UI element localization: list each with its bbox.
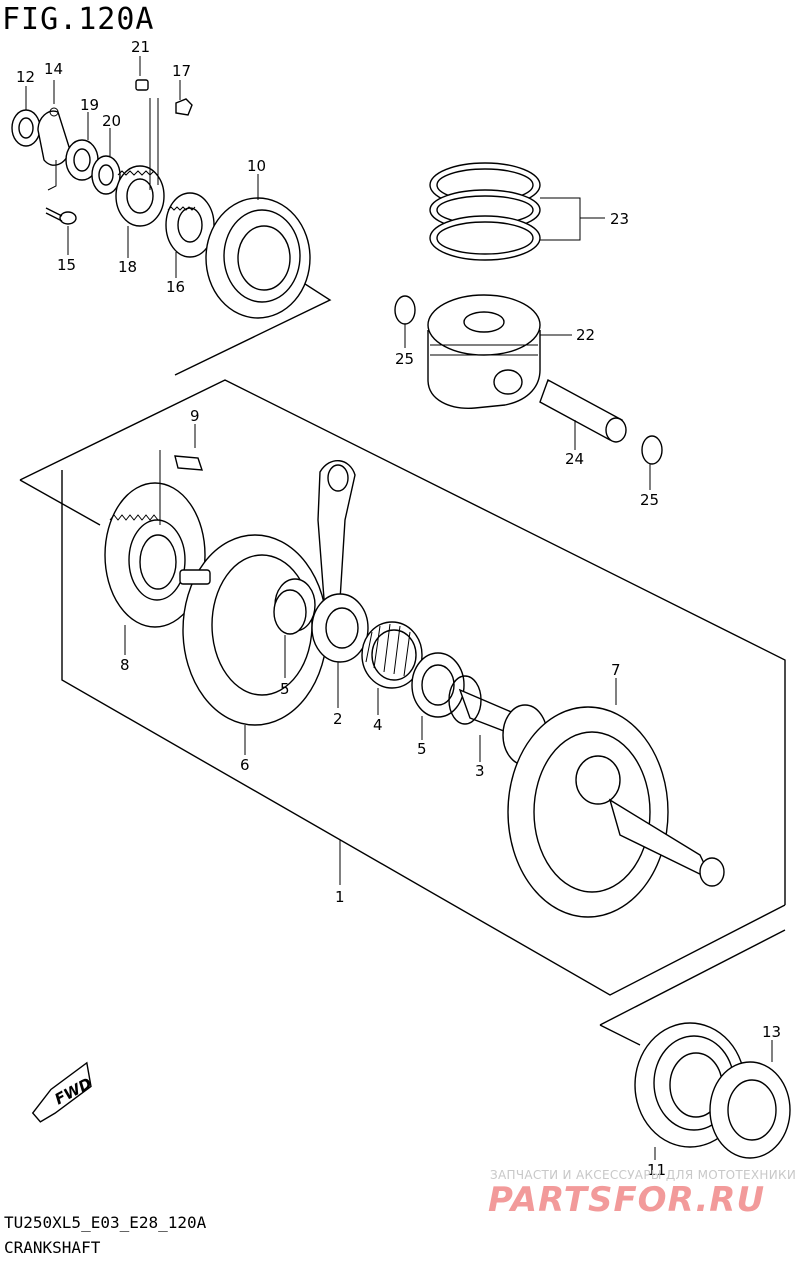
needle-bearing-4 [361,621,423,689]
callout-10: 10 [247,157,266,175]
callout-18: 18 [118,258,137,276]
callout-3: 3 [475,762,485,780]
callout-23: 23 [610,210,629,228]
bearing-10 [205,197,311,319]
crankshaft-assembly-outline [19,254,786,1046]
callout-25-upper: 25 [395,350,414,368]
callout-4: 4 [373,716,383,734]
callout-17: 17 [172,62,191,80]
callout-15: 15 [57,256,76,274]
oil-seal-12 [11,109,41,147]
gear-8 [104,482,206,628]
connecting-rod-2 [311,460,369,663]
callout-7: 7 [611,661,621,679]
callout-5-left: 5 [280,680,290,698]
callout-1: 1 [335,888,345,906]
piston-pin-24 [539,378,627,443]
crank-web-7 [507,706,725,918]
callout-19: 19 [80,96,99,114]
callout-21: 21 [131,38,150,56]
pin-circlip-25-lower [641,435,663,465]
key-9 [174,455,203,471]
callout-24: 24 [565,450,584,468]
callout-20: 20 [102,112,121,130]
diagram-code: TU250XL5_E03_E28_120A [4,1213,207,1232]
callout-11: 11 [647,1161,666,1179]
diagram-name: CRANKSHAFT [4,1238,101,1257]
washer-5-right [411,652,465,718]
pin-circlip-25-upper [394,295,416,325]
callout-16: 16 [166,278,185,296]
watermark-logo: PARTSFOR.RU [488,1180,766,1220]
screw-15 [45,207,77,225]
callout-5-right: 5 [417,740,427,758]
gear-18 [115,165,165,227]
piston-rings-23 [429,162,541,261]
plate-14 [37,107,71,166]
callout-22: 22 [576,326,595,344]
callout-25-lower: 25 [640,491,659,509]
callout-leaders [25,56,773,1160]
callout-9: 9 [190,407,200,425]
fwd-direction-arrow: FWD [31,1061,95,1123]
figure-title: FIG.120A [2,2,155,37]
oil-seal-13 [709,1061,791,1159]
callout-numbers: 12 14 19 20 21 17 10 15 18 16 23 22 25 2… [16,38,781,1179]
watermark-tagline: ЗАПЧАСТИ И АКСЕССУАРЫ ДЛЯ МОТОТЕХНИКИ [490,1168,797,1182]
key-21 [135,79,149,91]
washer-5-left [273,589,307,635]
callout-13: 13 [762,1023,781,1041]
callout-6: 6 [240,756,250,774]
piston-22 [427,294,541,409]
gear-16 [165,192,215,258]
callout-2: 2 [333,710,343,728]
callout-12: 12 [16,68,35,86]
callout-8: 8 [120,656,130,674]
callout-14: 14 [44,60,63,78]
circlip-17 [175,98,193,116]
washer-20 [91,155,121,195]
